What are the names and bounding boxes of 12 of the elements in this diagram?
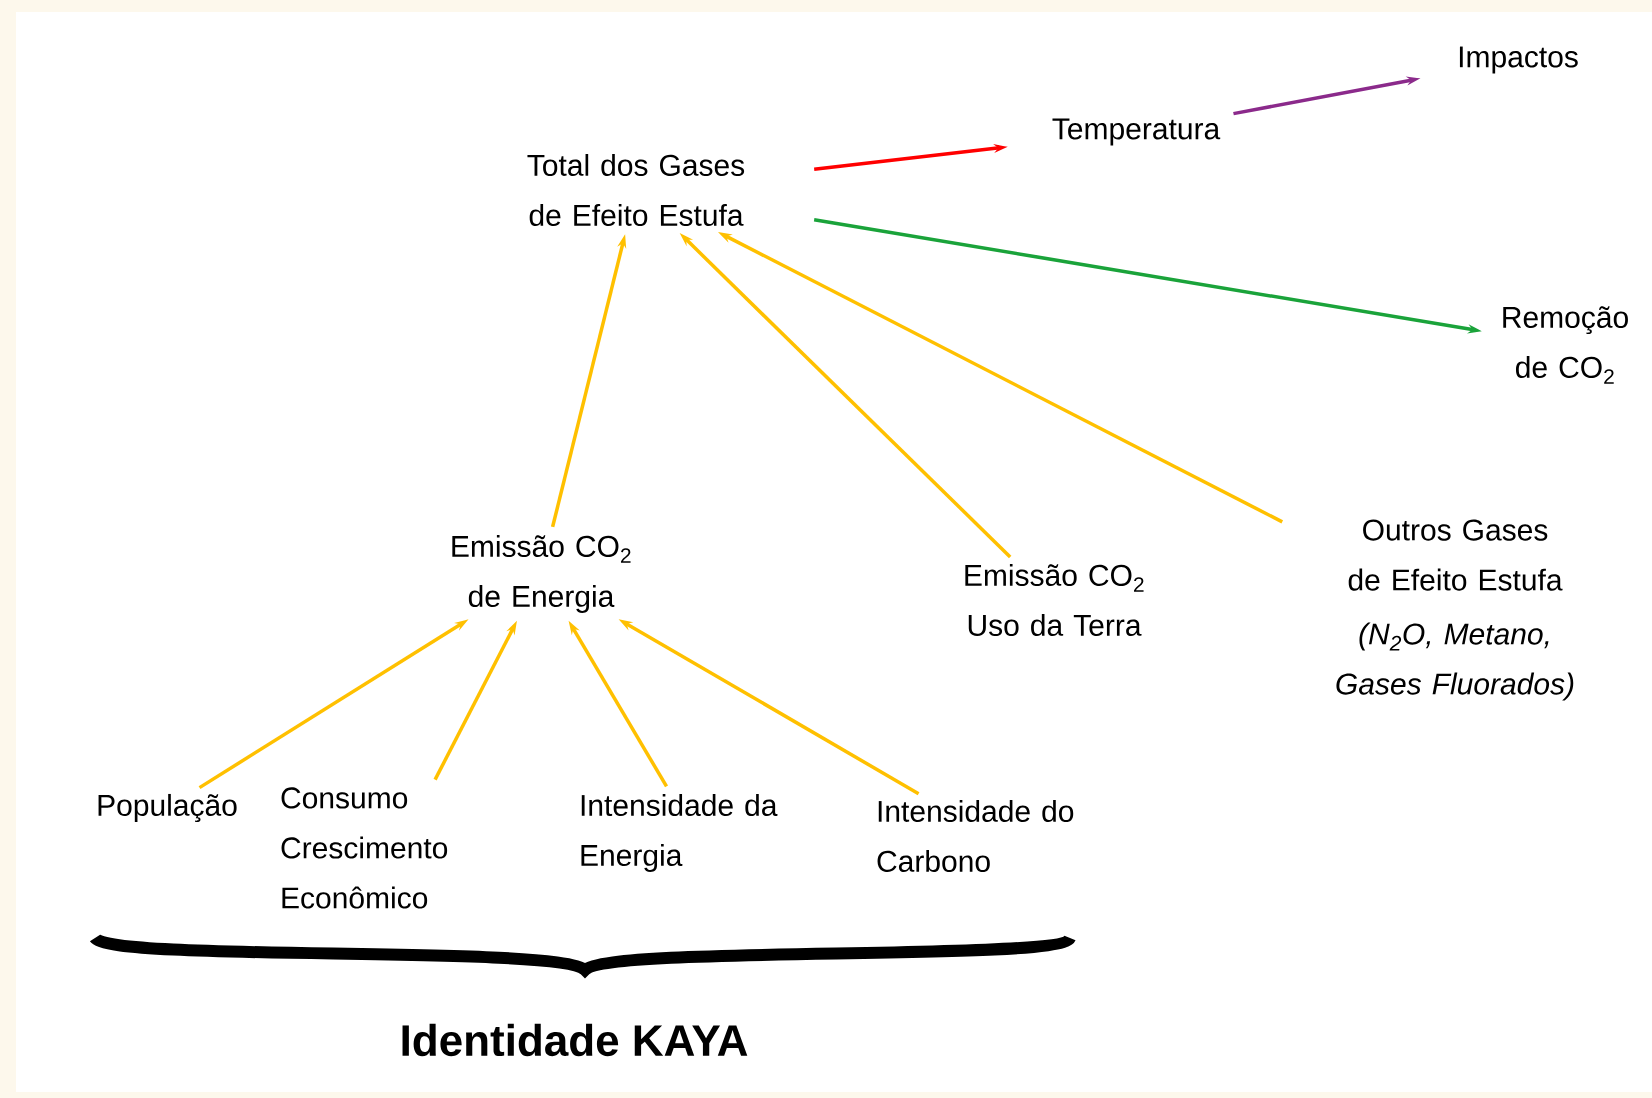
node-label: População — [98, 793, 237, 823]
node-label: Outros Gases de Efeito Estufa (N$_{2}$O, Metano, Gases Fluorados) — [1336, 519, 1574, 701]
node-label: Temperatura — [1052, 118, 1221, 146]
node-label: Impactos — [1459, 46, 1578, 74]
node-label: Consumo Crescimento Econômico — [281, 787, 448, 909]
node-label: Intensidade do Carbono — [877, 800, 1074, 872]
node-label: Total dos Gases de Efeito Estufa — [527, 153, 745, 226]
node-label: Remoção de CO$_{2}$ — [1503, 306, 1628, 384]
caption: Identidade KAYA — [402, 1023, 748, 1057]
node-label: Emissão CO$_{2}$ Uso da Terra — [965, 564, 1144, 636]
node-label: Emissão CO$_{2}$ de Energia — [452, 535, 631, 613]
node-label: Intensidade da Energia — [581, 794, 778, 872]
